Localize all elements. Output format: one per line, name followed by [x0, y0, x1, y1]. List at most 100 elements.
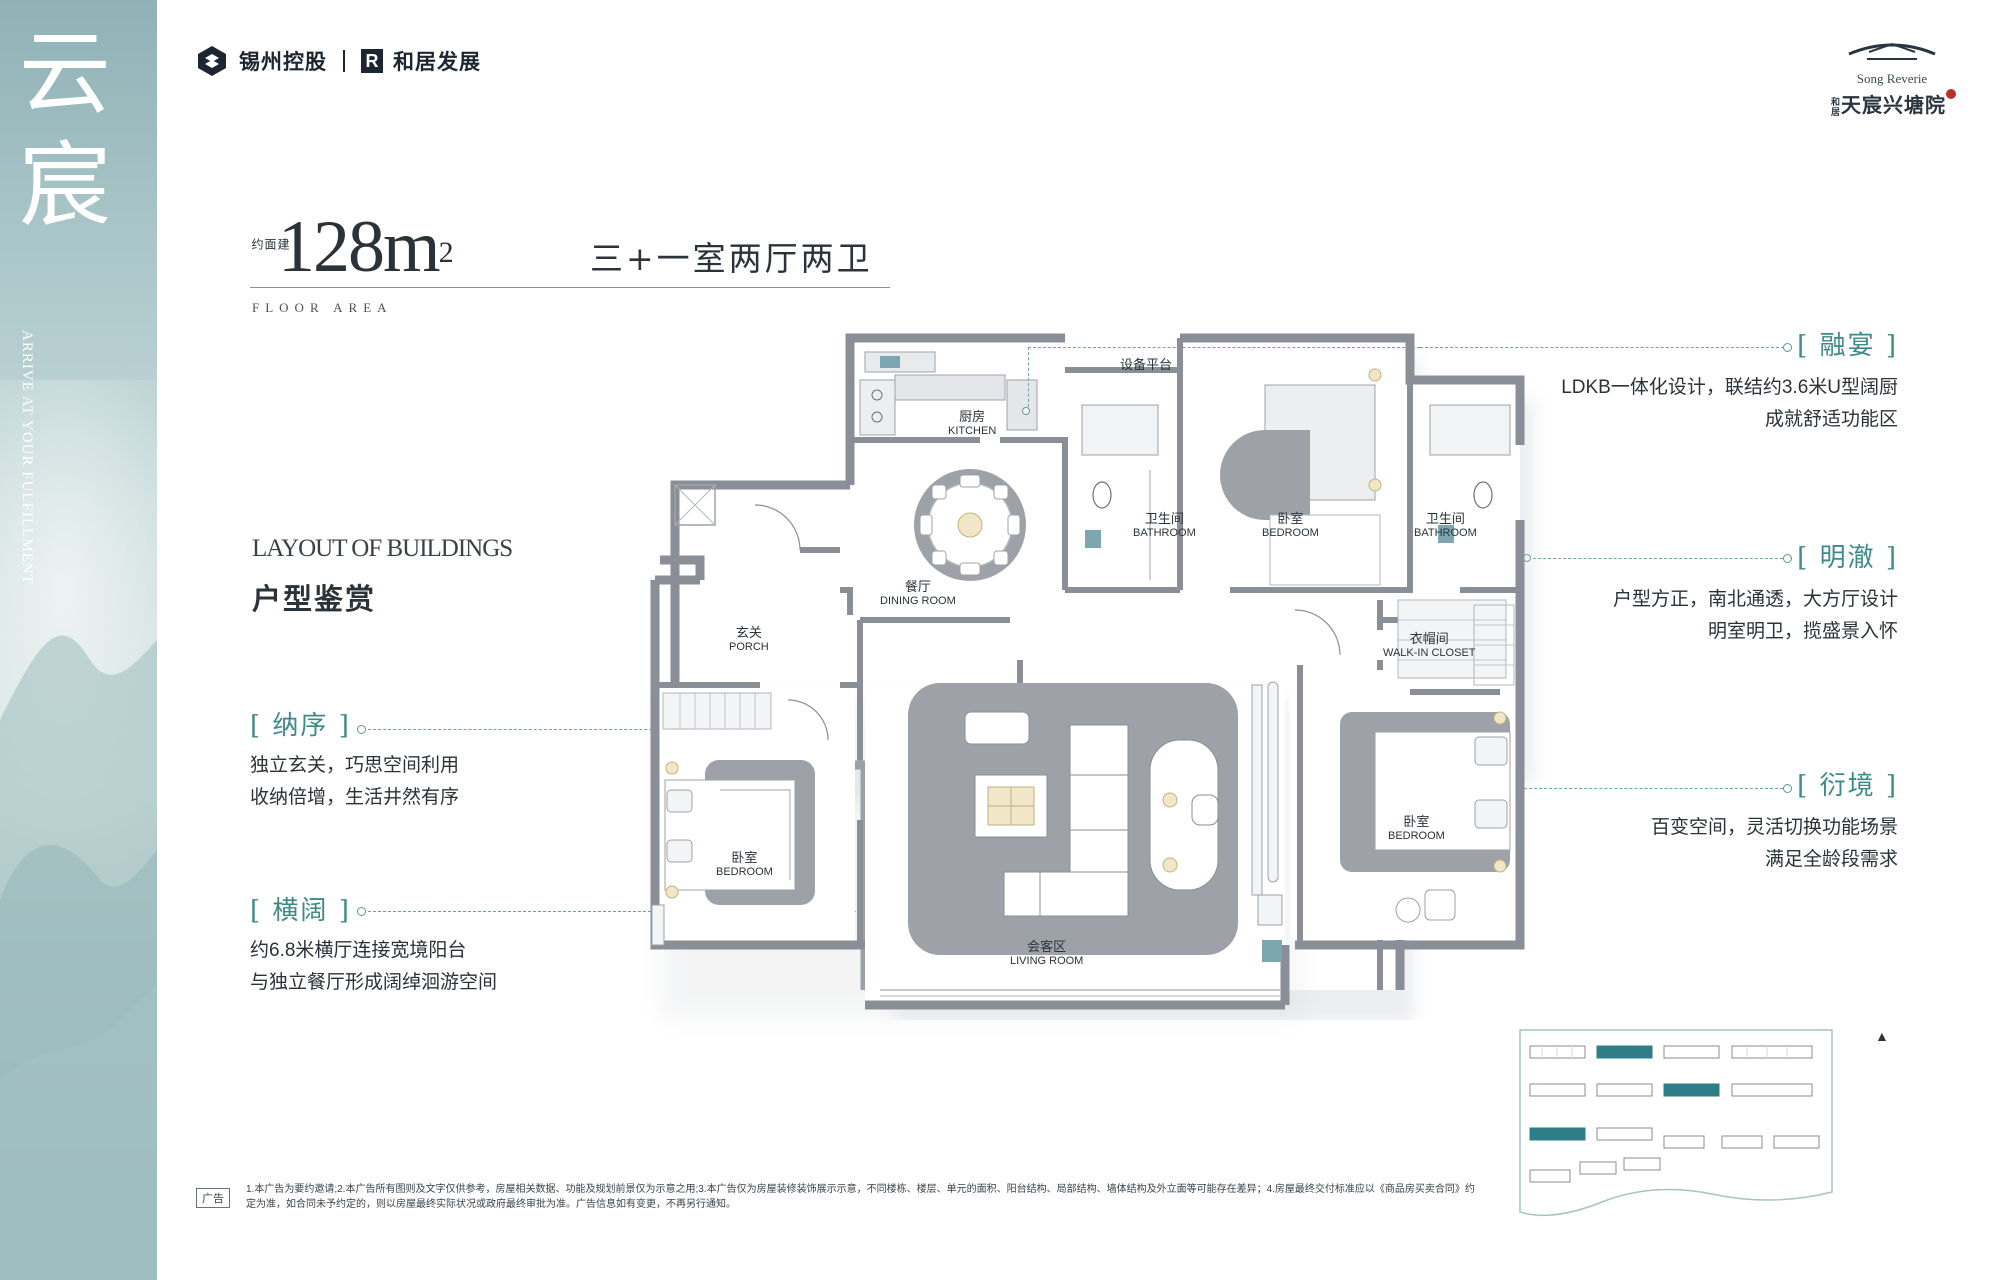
feature-yanjing: [ 衍境 ] 百变空间，灵活切换功能场景 满足全龄段需求	[1651, 770, 1898, 876]
logo-divider	[343, 50, 345, 72]
feature-naxu-line-2: 收纳倍增，生活井然有序	[250, 787, 460, 808]
feature-naxu-line-1: 独立玄关，巧思空间利用	[250, 755, 460, 776]
anchor-kitchen	[1022, 407, 1030, 415]
project-logo-small: 和居	[1829, 96, 1839, 117]
leader-dot-hengkuo	[357, 907, 366, 916]
room-bedroom-top-en: BEDROOM	[1262, 527, 1319, 539]
feature-mingche-line-2: 明室明卫，揽盛景入怀	[1707, 621, 1898, 642]
floor-area-label: FLOOR AREA	[252, 300, 393, 315]
area-unit-sup: 2	[438, 236, 454, 269]
disclaimer-text: 1.本广告为要约邀请;2.本广告所有图则及文字仅供参考，房屋相关数据、功能及规划…	[246, 1184, 1475, 1210]
room-bedroom-left-cn: 卧室	[731, 850, 758, 865]
room-kitchen-cn: 厨房	[959, 409, 986, 424]
ad-tag: 广告	[196, 1188, 230, 1208]
feature-rongyan-line-1: LDKB一体化设计，联结约3.6米U型阔厨	[1561, 377, 1898, 398]
leader-line-kitchen	[1028, 347, 1420, 348]
project-logo: Song Reverie 和居天宸兴塘院	[1822, 40, 1962, 132]
leader-line-mingche	[1533, 558, 1783, 559]
section-title-cn: 户型鉴赏	[252, 584, 377, 616]
feature-rongyan-line-2: 成就舒适功能区	[1764, 409, 1898, 430]
leader-dot-mingche	[1783, 554, 1792, 563]
room-closet-cn: 衣帽间	[1409, 631, 1449, 646]
room-porch-cn: 玄关	[735, 625, 762, 640]
heju-logo-text: 和居发展	[393, 51, 481, 74]
leader-line-naxu	[368, 729, 788, 730]
leader-dot-naxu	[357, 725, 366, 734]
feature-mingche-title: [ 明澈 ]	[1797, 543, 1898, 573]
mountain-illustration	[0, 635, 157, 1280]
room-closet-en: WALK-IN CLOSET	[1383, 647, 1476, 659]
room-porch-en: PORCH	[729, 641, 769, 653]
band-title: 云宸	[18, 20, 111, 239]
project-logo-cn: 和居天宸兴塘院	[1822, 89, 1962, 118]
xizhou-logo-text: 锡州控股	[239, 51, 327, 74]
feature-hengkuo-line-1: 约6.8米横厅连接宽境阳台	[250, 940, 467, 961]
header-divider	[250, 287, 890, 288]
feature-mingche: [ 明澈 ] 户型方正，南北通透，大方厅设计 明室明卫，揽盛景入怀	[1613, 542, 1898, 648]
feature-mingche-title-text: 明澈	[1819, 543, 1876, 573]
room-living-cn: 会客区	[1027, 939, 1067, 954]
feature-rongyan-title-text: 融宴	[1819, 331, 1876, 361]
room-bath-2-cn: 卫生间	[1425, 511, 1465, 526]
room-bedroom-right-en: BEDROOM	[1388, 830, 1445, 842]
leader-dot-rongyan	[1783, 343, 1792, 352]
heju-logo-icon: R	[361, 49, 383, 73]
north-arrow-icon: ▲	[1875, 1028, 1889, 1044]
room-bedroom-top-cn: 卧室	[1277, 511, 1304, 526]
room-dining-en: DINING ROOM	[880, 595, 956, 607]
feature-hengkuo-title: [ 横阔 ]	[250, 896, 351, 926]
project-logo-en: Song Reverie	[1856, 71, 1928, 86]
room-bedroom-right-cn: 卧室	[1403, 814, 1430, 829]
area-number: 128m	[278, 206, 441, 288]
leader-line-kitchen-vertical	[1028, 347, 1029, 407]
room-bath-1-en: BATHROOM	[1133, 527, 1196, 539]
section-title-en: LAYOUT OF BUILDINGS	[252, 535, 513, 562]
feature-naxu: [ 纳序 ] 独立玄关，巧思空间利用 收纳倍增，生活井然有序	[250, 710, 459, 814]
room-dining-cn: 餐厅	[904, 579, 931, 594]
roof-icon	[1848, 42, 1936, 60]
xizhou-logo-icon	[198, 46, 226, 76]
feature-yanjing-line-2: 满足全龄段需求	[1764, 849, 1898, 870]
feature-rongyan: [ 融宴 ] LDKB一体化设计，联结约3.6米U型阔厨 成就舒适功能区	[1561, 330, 1898, 436]
feature-rongyan-title: [ 融宴 ]	[1797, 331, 1898, 361]
layout-description: 三+一室两厅两卫	[590, 239, 873, 278]
room-kitchen-en: KITCHEN	[948, 425, 997, 437]
feature-hengkuo: [ 横阔 ] 约6.8米横厅连接宽境阳台 与独立餐厅形成阔绰洄游空间	[250, 895, 497, 999]
feature-yanjing-line-1: 百变空间，灵活切换功能场景	[1650, 817, 1898, 838]
project-logo-name: 天宸兴塘院	[1841, 93, 1946, 117]
room-living-en: LIVING ROOM	[1010, 955, 1084, 967]
area-value: 128m2	[278, 210, 454, 284]
leader-line-rongyan	[1420, 347, 1784, 348]
feature-yanjing-title: [ 衍境 ]	[1797, 771, 1898, 801]
feature-hengkuo-title-text: 横阔	[272, 896, 329, 926]
site-map	[1519, 1029, 1833, 1217]
leader-line-yanjing	[1268, 788, 1783, 789]
seal-icon	[1946, 89, 1956, 99]
developer-logos: 锡州控股 R 和居发展	[195, 44, 481, 78]
room-equipment-cn: 设备平台	[1120, 357, 1173, 372]
room-bath-2-en: BATHROOM	[1414, 527, 1477, 539]
room-equipment: 设备平台	[1120, 358, 1172, 372]
feature-yanjing-title-text: 衍境	[1819, 771, 1876, 801]
area-prefix: 建面约	[250, 238, 290, 250]
feature-mingche-line-1: 户型方正，南北通透，大方厅设计	[1612, 589, 1898, 610]
band-vertical-text: ARRIVE AT YOUR FULFILLMENT	[19, 330, 35, 585]
leader-dot-yanjing	[1783, 784, 1792, 793]
room-bath-1-cn: 卫生间	[1144, 511, 1184, 526]
room-bedroom-left-en: BEDROOM	[716, 866, 773, 878]
feature-naxu-title: [ 纳序 ]	[250, 711, 351, 741]
left-decorative-band: 云宸 ARRIVE AT YOUR FULFILLMENT	[0, 0, 157, 1280]
feature-hengkuo-line-2: 与独立餐厅形成阔绰洄游空间	[250, 972, 498, 993]
feature-naxu-title-text: 纳序	[272, 711, 329, 741]
